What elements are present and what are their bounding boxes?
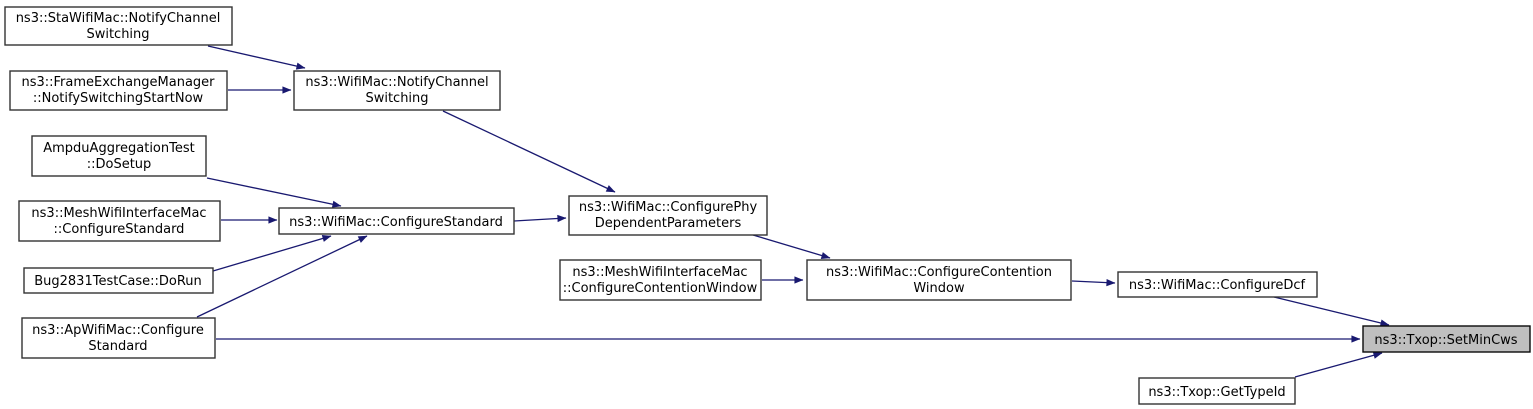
edge-bug2831-test-case-to-wifimac-configure-standard [212, 234, 332, 272]
node-label-line1: ns3::MeshWifiInterfaceMac [31, 206, 206, 221]
node-txop-get-type-id[interactable]: ns3::Txop::GetTypeId [1138, 377, 1296, 405]
node-label-line2: Window [913, 281, 965, 296]
edge-ampdu-aggregation-test-to-wifimac-configure-standard [206, 177, 342, 208]
node-wifi-mac-configure-contention-window[interactable]: ns3::WifiMac::ConfigureContention Window [806, 259, 1072, 301]
edge-configure-contention-window-to-configure-dcf [1071, 279, 1116, 287]
node-label-line1: ns3::WifiMac::ConfigurePhy [579, 200, 758, 215]
node-label-line2: Switching [86, 27, 149, 42]
node-ampdu-aggregation-test-do-setup[interactable]: AmpduAggregationTest ::DoSetup [31, 135, 207, 177]
node-ap-wifi-mac-configure-standard[interactable]: ns3::ApWifiMac::Configure Standard [21, 317, 216, 359]
node-box [9, 70, 228, 111]
node-label-line1: Bug2831TestCase::DoRun [34, 274, 202, 289]
node-box [18, 200, 221, 242]
node-bug2831-test-case-do-run[interactable]: Bug2831TestCase::DoRun [23, 267, 214, 294]
node-box [806, 259, 1072, 301]
node-wifi-mac-notify-channel-switching[interactable]: ns3::WifiMac::NotifyChannel Switching [293, 70, 501, 111]
node-label-line1: ns3::ApWifiMac::Configure [32, 323, 204, 338]
node-box [4, 6, 233, 46]
edge-wifimac-configure-standard-to-configure-phy-dependent-parameters [513, 214, 567, 223]
node-sta-wifi-mac-notify-channel-switching[interactable]: ns3::StaWifiMac::NotifyChannel Switching [4, 6, 233, 46]
node-frame-exchange-manager-notify-switching-start-now[interactable]: ns3::FrameExchangeManager ::NotifySwitch… [9, 70, 228, 111]
edge-configure-dcf-to-set-min-cws [1273, 296, 1390, 327]
node-box [278, 207, 515, 235]
node-label-line1: ns3::FrameExchangeManager [21, 75, 215, 90]
node-box [559, 259, 762, 301]
edge-sta-notify-channel-switching-to-wifimac-notify-channel-switching [207, 45, 306, 70]
node-label-line2: ::ConfigureStandard [54, 222, 185, 237]
edge-get-type-id-to-set-min-cws [1294, 351, 1383, 378]
node-wifi-mac-configure-phy-dependent-parameters[interactable]: ns3::WifiMac::ConfigurePhy DependentPara… [568, 195, 768, 236]
node-label-line2: DependentParameters [595, 216, 742, 231]
node-wifi-mac-configure-standard[interactable]: ns3::WifiMac::ConfigureStandard [278, 207, 515, 235]
node-box [568, 195, 768, 236]
node-box [31, 135, 207, 177]
edge-wifimac-notify-channel-switching-to-configure-phy-dependent-parameters [442, 110, 616, 193]
node-label-line2: ::ConfigureContentionWindow [563, 281, 758, 296]
node-wifi-mac-configure-dcf[interactable]: ns3::WifiMac::ConfigureDcf [1117, 271, 1318, 298]
node-label-line2: Standard [88, 339, 147, 354]
node-mesh-wifi-interface-mac-configure-contention-window[interactable]: ns3::MeshWifiInterfaceMac ::ConfigureCon… [559, 259, 762, 301]
node-label-line2: ::DoSetup [87, 157, 152, 172]
node-box [23, 267, 214, 294]
node-mesh-wifi-interface-mac-configure-standard[interactable]: ns3::MeshWifiInterfaceMac ::ConfigureSta… [18, 200, 221, 242]
node-label-line1: ns3::MeshWifiInterfaceMac [572, 265, 747, 280]
node-label-line1: ns3::WifiMac::NotifyChannel [305, 75, 488, 90]
node-box [293, 70, 501, 111]
node-label-line1: ns3::Txop::GetTypeId [1148, 385, 1285, 400]
node-box [21, 317, 216, 359]
node-label-line2: ::NotifySwitchingStartNow [33, 91, 204, 106]
node-label-line1: ns3::WifiMac::ConfigureContention [826, 265, 1052, 280]
node-box [1138, 377, 1296, 405]
node-label-line1: AmpduAggregationTest [43, 141, 194, 156]
node-label-line1: ns3::WifiMac::ConfigureStandard [289, 215, 503, 230]
node-label-line1: ns3::StaWifiMac::NotifyChannel [16, 11, 221, 26]
node-label-line2: Switching [365, 91, 428, 106]
node-box-highlighted [1362, 325, 1531, 353]
edge-configure-phy-dependent-parameters-to-configure-contention-window [752, 234, 831, 260]
node-txop-set-min-cws: ns3::Txop::SetMinCws [1362, 325, 1531, 353]
node-label-line1: ns3::WifiMac::ConfigureDcf [1129, 278, 1306, 293]
edge-apwifimac-configure-standard-to-wifimac-configure-standard [196, 235, 368, 318]
node-label-line1: ns3::Txop::SetMinCws [1374, 333, 1517, 348]
node-box [1117, 271, 1318, 298]
